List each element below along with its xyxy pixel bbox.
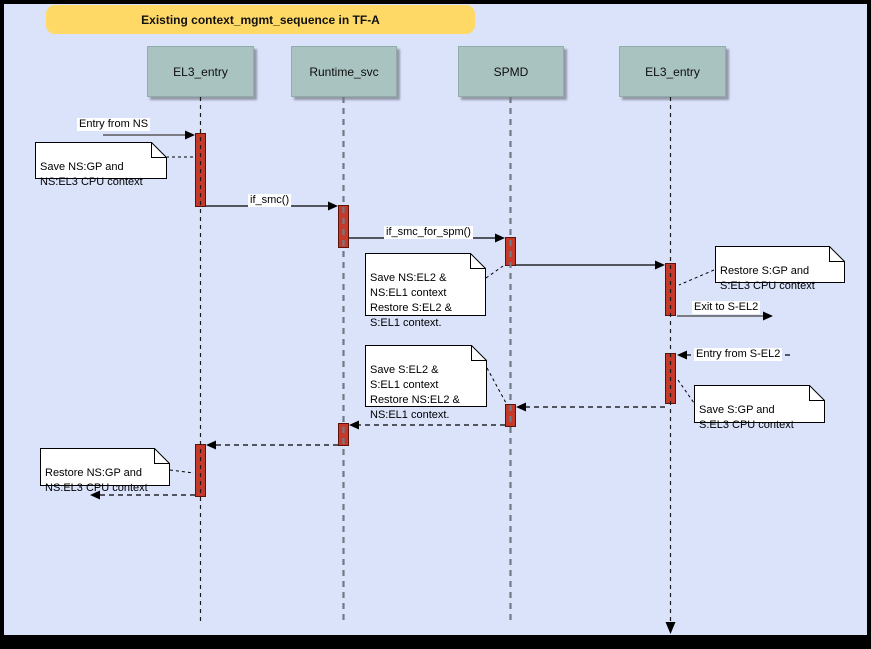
note-restore-s-gp: Restore S:GP and S:EL3 CPU context (715, 246, 845, 292)
activation-bar-el3entry2-1 (665, 263, 676, 316)
message-label-if-smc-for-spm: if_smc_for_spm() (384, 226, 473, 239)
note-fold-icon (154, 448, 170, 464)
note-save-s-gp: Save S:GP and S:EL3 CPU context (694, 385, 825, 431)
note-fold-icon (829, 246, 845, 262)
activation-bar-spmd-2 (505, 404, 516, 427)
note-text: Save S:GP and S:EL3 CPU context (699, 404, 794, 431)
note-text: Save NS:GP and NS:EL3 CPU context (40, 161, 143, 188)
note-text: Restore S:GP and S:EL3 CPU context (720, 265, 815, 292)
note-text: Save NS:EL2 & NS:EL1 context Restore S:E… (370, 272, 452, 329)
activation-bar-runtimesvc-2 (338, 423, 349, 446)
note-fold-icon (809, 385, 825, 401)
title-banner: Existing context_mgmt_sequence in TF-A (46, 5, 475, 34)
activation-bar-el3entry-2 (195, 444, 206, 497)
note-text: Save S:EL2 & S:EL1 context Restore NS:EL… (370, 364, 460, 421)
note-text: Restore NS:GP and NS:EL3 CPU context (45, 467, 148, 494)
message-label-exit-to-s-el2: Exit to S-EL2 (692, 301, 761, 314)
note-restore-ns-gp: Restore NS:GP and NS:EL3 CPU context (40, 448, 170, 494)
note-save-s-el2: Save S:EL2 & S:EL1 context Restore NS:EL… (365, 345, 487, 421)
lifeline-label: EL3_entry (645, 64, 700, 79)
lifeline-head-el3-entry-2: EL3_entry (619, 46, 726, 97)
message-label-entry-from-s-el2: Entry from S-EL2 (694, 348, 783, 361)
note-save-ns-el2: Save NS:EL2 & NS:EL1 context Restore S:E… (365, 253, 486, 329)
activation-bar-el3entry-1 (195, 133, 206, 207)
note-fold-icon (471, 345, 487, 361)
lifeline-label: SPMD (493, 64, 529, 79)
note-fold-icon (470, 253, 486, 269)
message-label-entry-from-ns: Entry from NS (77, 118, 151, 131)
lifeline-label: EL3_entry (173, 64, 228, 79)
note-save-ns-gp: Save NS:GP and NS:EL3 CPU context (35, 142, 167, 188)
lifeline-head-runtime-svc: Runtime_svc (291, 46, 397, 97)
lifeline-head-el3-entry-1: EL3_entry (147, 46, 254, 97)
activation-bar-el3entry2-2 (665, 353, 676, 404)
diagram-canvas (4, 4, 867, 635)
activation-bar-spmd-1 (505, 237, 516, 266)
message-label-if-smc: if_smc() (248, 194, 292, 207)
lifeline-label: Runtime_svc (309, 64, 379, 79)
lifeline-head-spmd: SPMD (458, 46, 564, 97)
activation-bar-runtimesvc-1 (338, 205, 349, 248)
note-fold-icon (151, 142, 167, 158)
